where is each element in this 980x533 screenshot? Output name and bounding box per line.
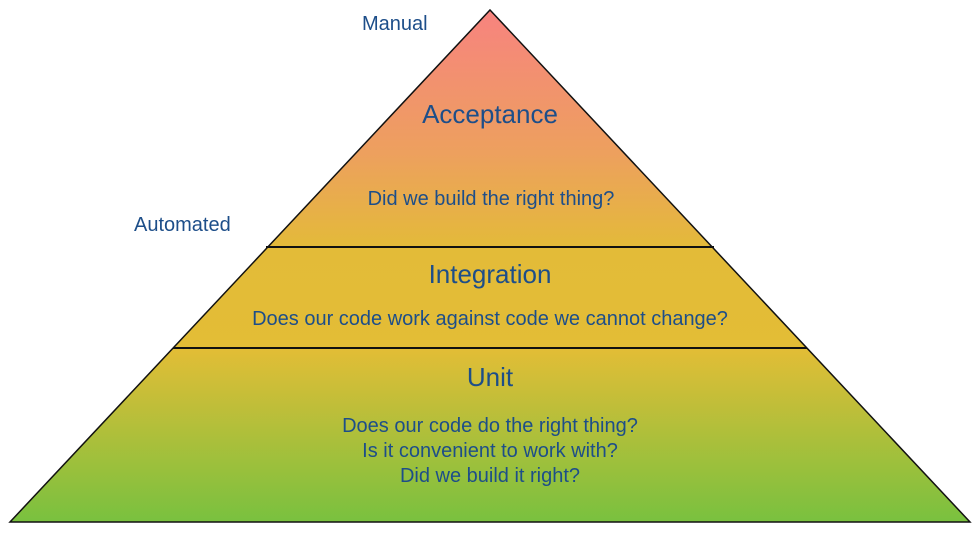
unit-question-2: Is it convenient to work with? [362,440,618,462]
unit-questions: Does our code do the right thing? Is it … [342,414,638,489]
acceptance-question: Did we build the right thing? [367,188,615,210]
acceptance-title: Acceptance [422,99,558,129]
unit-question-1: Does our code do the right thing? [342,415,638,437]
manual-label: Manual [362,13,428,35]
automated-label: Automated [134,214,231,236]
integration-title: Integration [428,259,552,289]
unit-question-3: Did we build it right? [399,465,581,487]
unit-title: Unit [466,362,514,392]
integration-question: Does our code work against code we canno… [252,308,728,330]
pyramid-body [8,8,972,523]
